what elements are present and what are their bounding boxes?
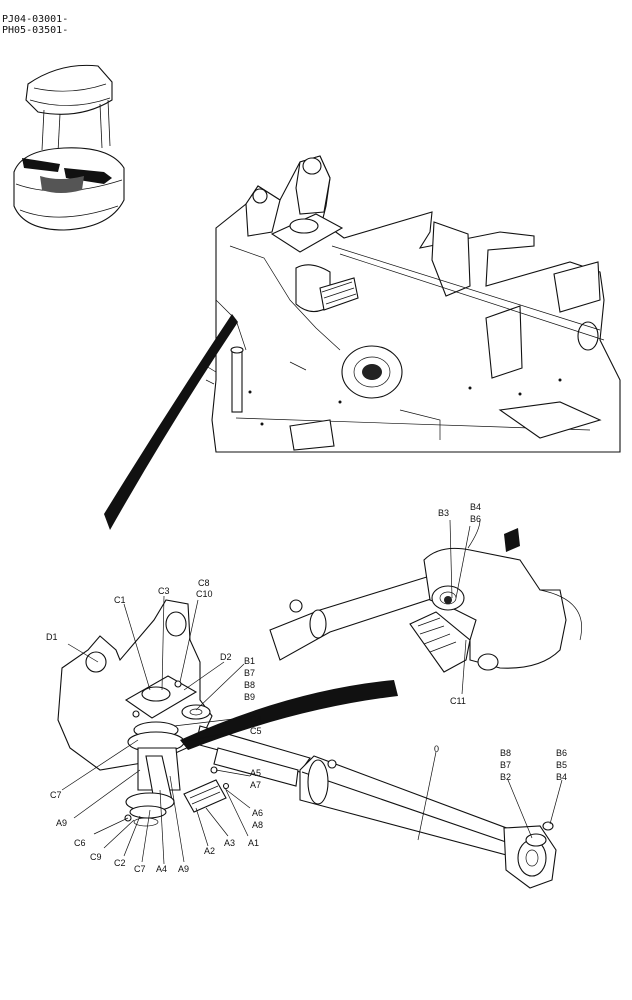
label-C7-left: C7	[50, 790, 62, 800]
label-B4-right: B4	[556, 772, 567, 782]
label-B8-right: B8	[500, 748, 511, 758]
label-B6-upper: B6	[470, 514, 481, 524]
label-C10: C10	[196, 589, 213, 599]
label-A8: A8	[252, 820, 263, 830]
label-D2: D2	[220, 652, 232, 662]
model-code-2: PH05-03501-	[2, 25, 69, 36]
label-B7-left: B7	[244, 668, 255, 678]
label-B9: B9	[244, 692, 255, 702]
label-B5: B5	[556, 760, 567, 770]
label-0: 0	[434, 744, 439, 754]
label-A3: A3	[224, 838, 235, 848]
label-D1: D1	[46, 632, 58, 642]
label-C8: C8	[198, 578, 210, 588]
label-C11: C11	[450, 696, 466, 706]
label-A6: A6	[252, 808, 263, 818]
leader-lines	[61, 519, 563, 865]
boom-swing-bracket-exploded	[57, 599, 311, 827]
label-A2: A2	[204, 846, 215, 856]
detail-pointer-arrow-upper	[104, 314, 238, 530]
label-A7: A7	[250, 780, 261, 790]
swing-bracket-frame-illustration	[205, 155, 621, 453]
label-A1: A1	[248, 838, 259, 848]
label-A5: A5	[250, 768, 261, 778]
part-labels: D1 C1 C3 C8 C10 D2 B1 B7 B8 B9 C4 C5 C7 …	[46, 502, 567, 874]
label-A9-left: A9	[56, 818, 67, 828]
model-code-1: PJ04-03001-	[2, 14, 69, 25]
label-B1: B1	[244, 656, 255, 666]
label-B2: B2	[500, 772, 511, 782]
swing-cylinder	[213, 747, 557, 889]
label-C3: C3	[158, 586, 170, 596]
machine-overview-illustration	[13, 64, 125, 231]
upper-cylinder-detail	[269, 519, 582, 673]
label-C9: C9	[90, 852, 102, 862]
label-A9-lower: A9	[178, 864, 189, 874]
label-C5: C5	[250, 726, 262, 736]
label-B7-right: B7	[500, 760, 511, 770]
label-C1: C1	[114, 595, 126, 605]
label-B6-right: B6	[556, 748, 567, 758]
label-C2: C2	[114, 858, 126, 868]
label-B8-left: B8	[244, 680, 255, 690]
label-C7-lower: C7	[134, 864, 146, 874]
label-C6: C6	[74, 838, 86, 848]
label-C4: C4	[250, 714, 262, 724]
detail-pointer-arrow-lower	[180, 680, 398, 750]
label-B3: B3	[438, 508, 449, 518]
label-A4: A4	[156, 864, 167, 874]
label-B4-upper: B4	[470, 502, 481, 512]
